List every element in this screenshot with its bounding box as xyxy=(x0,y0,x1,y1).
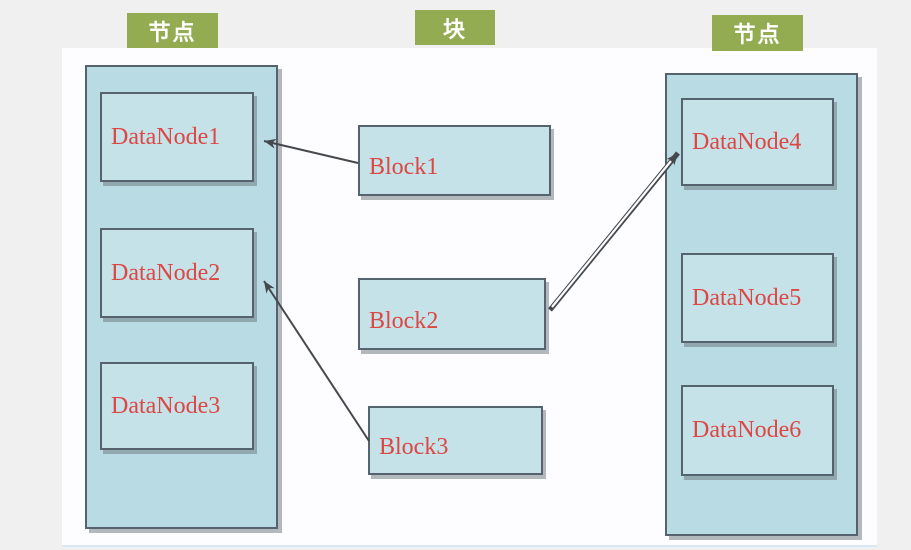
datanode1-box: DataNode1 xyxy=(100,92,254,182)
datanode2-label: DataNode2 xyxy=(111,259,221,286)
datanode6-label: DataNode6 xyxy=(692,417,802,443)
datanode4-label: DataNode4 xyxy=(692,128,802,155)
datanode6-box: DataNode6 xyxy=(681,385,834,476)
block1-label: Block1 xyxy=(369,154,439,180)
datanode2-box: DataNode2 xyxy=(100,228,254,318)
group-label-left-nodes: 节点 xyxy=(127,13,218,48)
datanode5-box: DataNode5 xyxy=(681,253,834,343)
block3-label: Block3 xyxy=(379,434,449,460)
block2-box: Block2 xyxy=(358,278,546,350)
block2-label: Block2 xyxy=(369,307,439,334)
group-label-right-nodes: 节点 xyxy=(712,15,803,51)
datanode3-label: DataNode3 xyxy=(111,392,221,419)
group-label-blocks: 块 xyxy=(415,10,495,45)
datanode3-box: DataNode3 xyxy=(100,362,254,450)
block3-box: Block3 xyxy=(368,406,543,475)
datanode5-label: DataNode5 xyxy=(692,284,802,311)
block1-box: Block1 xyxy=(358,125,551,196)
datanode1-label: DataNode1 xyxy=(111,123,221,150)
datanode4-box: DataNode4 xyxy=(681,98,834,186)
